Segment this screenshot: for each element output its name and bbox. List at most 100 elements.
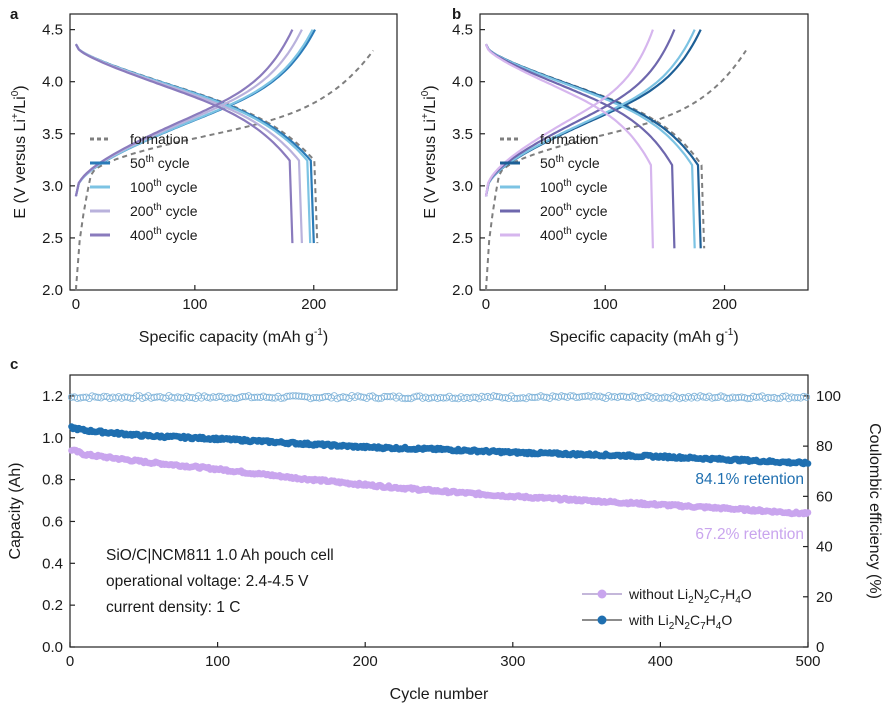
ce-point: [309, 394, 318, 402]
ce-point: [519, 394, 527, 402]
ce-point: [239, 392, 247, 401]
ce-point: [138, 394, 146, 402]
y-axis-label: Capacity (Ah): [7, 463, 24, 560]
capacity-point: [804, 509, 812, 516]
x-tick-label: 100: [205, 653, 230, 670]
ce-point: [516, 394, 524, 402]
y2-tick-label: 20: [816, 589, 833, 606]
ce-point: [729, 393, 737, 401]
ce-point: [761, 394, 769, 402]
capacity-point: [804, 460, 812, 467]
y-tick-label: 2.5: [452, 230, 473, 247]
ce-point: [799, 392, 808, 401]
ce-point: [186, 393, 194, 402]
charge-curve-0: [74, 49, 374, 291]
ce-point: [109, 393, 117, 401]
charge-curve-4: [74, 29, 294, 197]
plot-frame: [479, 13, 809, 291]
ce-point: [209, 393, 217, 401]
ce-point: [767, 394, 775, 402]
y-tick-label: 1.0: [42, 430, 63, 447]
y-tick-label: 0.0: [42, 639, 63, 656]
ce-point: [91, 393, 99, 401]
ce-point: [791, 394, 799, 402]
legend-marker-0: [597, 589, 607, 599]
ce-point: [575, 393, 583, 401]
x-tick-label: 200: [712, 296, 737, 313]
ce-point: [206, 394, 214, 402]
ce-point: [171, 394, 179, 402]
y2-axis-label: Coulombic efficiency (%): [866, 423, 883, 599]
ce-point: [448, 394, 456, 402]
ce-point: [495, 393, 504, 401]
discharge-curve-2: [485, 43, 696, 249]
ce-series: [67, 392, 811, 403]
ce-point: [658, 394, 666, 402]
ce-point: [427, 394, 436, 402]
discharge-curve-4: [74, 43, 294, 244]
annotation-without-retention: 67.2% retention: [695, 526, 804, 543]
legend-label-4: 400th cycle: [130, 226, 198, 243]
ce-point: [383, 392, 391, 401]
ce-point: [203, 393, 211, 401]
series-with: [68, 423, 812, 468]
ce-point: [168, 393, 176, 401]
x-tick-label: 0: [482, 296, 490, 313]
ce-point: [749, 392, 758, 400]
y-tick-label: 2.0: [452, 282, 473, 299]
ce-point: [732, 394, 740, 402]
ce-point: [525, 393, 533, 401]
y-tick-label: 4.5: [42, 22, 63, 39]
y2-tick-label: 0: [816, 639, 824, 656]
ce-point: [489, 392, 498, 400]
ce-point: [510, 394, 518, 402]
y-tick-label: 0.6: [42, 513, 63, 530]
ce-point: [764, 393, 772, 402]
y-axis-label: E (V versus Li+/Li0): [10, 85, 29, 218]
ce-point: [593, 393, 601, 401]
ce-point: [153, 393, 161, 401]
ce-point: [610, 393, 619, 401]
annotation-with-retention: 84.1% retention: [695, 471, 804, 488]
ce-point: [802, 393, 811, 401]
y-tick-label: 3.0: [452, 178, 473, 195]
y2-tick-label: 40: [816, 539, 833, 556]
ce-point: [578, 392, 586, 401]
ce-point: [286, 392, 294, 400]
x-axis-label: Cycle number: [390, 686, 489, 703]
ce-point: [419, 394, 427, 402]
ce-point: [498, 394, 507, 402]
ce-point: [628, 392, 637, 400]
ce-point: [643, 392, 651, 400]
ce-point: [484, 392, 492, 401]
info-text-2: operational voltage: 2.4-4.5 V: [106, 573, 309, 590]
x-axis-label: Specific capacity (mAh g-1): [139, 327, 328, 346]
ce-point: [481, 393, 489, 401]
ce-point: [678, 393, 687, 402]
y-tick-label: 4.5: [452, 22, 473, 39]
ce-point: [132, 392, 140, 400]
ce-point: [236, 393, 244, 401]
y2-tick-label: 100: [816, 388, 841, 405]
ce-point: [717, 392, 725, 400]
info-text-1: SiO/C|NCM811 1.0 Ah pouch cell: [106, 547, 334, 564]
ce-point: [289, 392, 297, 400]
charge-curve-3: [484, 29, 676, 197]
ce-point: [551, 393, 560, 401]
info-text-3: current density: 1 C: [106, 599, 240, 616]
ce-point: [433, 394, 442, 403]
x-tick-label: 500: [795, 653, 820, 670]
ce-point: [708, 394, 716, 402]
ce-point: [401, 394, 409, 403]
legend-marker-1: [597, 615, 607, 625]
x-tick-label: 0: [66, 653, 74, 670]
ce-point: [262, 393, 270, 401]
x-axis-label: Specific capacity (mAh g-1): [549, 327, 738, 346]
x-tick-label: 400: [648, 653, 673, 670]
legend-label-4: 400th cycle: [540, 226, 608, 243]
x-tick-label: 300: [500, 653, 525, 670]
discharge-curve-3: [484, 43, 676, 249]
ce-point: [336, 393, 344, 402]
